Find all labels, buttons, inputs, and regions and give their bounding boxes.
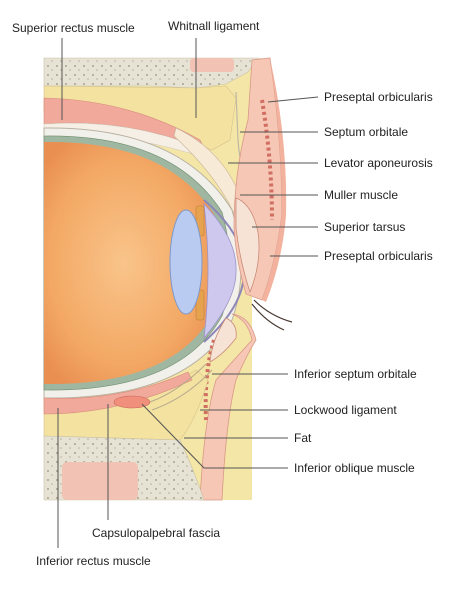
superior-tarsus-shape [235,197,260,294]
leader-inferior-oblique-diag [141,403,205,469]
label-lockwood: Lockwood ligament [294,403,397,417]
lower-eyelid [199,313,257,501]
label-preseptal-lower: Preseptal orbicularis [324,249,433,263]
upper-lashes [251,299,293,331]
inferior-rectus-muscle-shape [43,371,193,415]
label-levator: Levator aponeurosis [324,156,433,170]
label-superior-tarsus: Superior tarsus [324,220,406,234]
label-whitnall: Whitnall ligament [168,19,260,33]
anterior-chamber [203,202,237,340]
superior-bone-pink-block [190,58,234,72]
leader-preseptal-upper [267,96,319,103]
lens [169,209,203,315]
label-inferior-oblique: Inferior oblique muscle [294,461,415,475]
label-inferior-rectus: Inferior rectus muscle [36,554,151,568]
label-preseptal-upper: Preseptal orbicularis [324,90,433,104]
label-fat: Fat [294,431,312,445]
label-capsulopalpebral: Capsulopalpebral fascia [92,526,221,540]
vitreous-body [44,141,221,385]
lower-tarsus [209,317,237,363]
skin-upper [262,58,287,302]
label-superior-rectus: Superior rectus muscle [12,21,135,35]
label-muller: Muller muscle [324,188,399,202]
orbicularis-lower-dots [203,339,216,421]
inferior-bone-pink-block [62,462,138,500]
lockwood-fascia-lines [149,363,213,411]
orbital-section-panel [43,57,293,501]
label-septum-orbitale: Septum orbitale [324,125,409,139]
label-inferior-septum: Inferior septum orbitale [294,367,417,381]
leader-lines [57,38,319,548]
orbicularis-upper-dots [260,99,274,221]
